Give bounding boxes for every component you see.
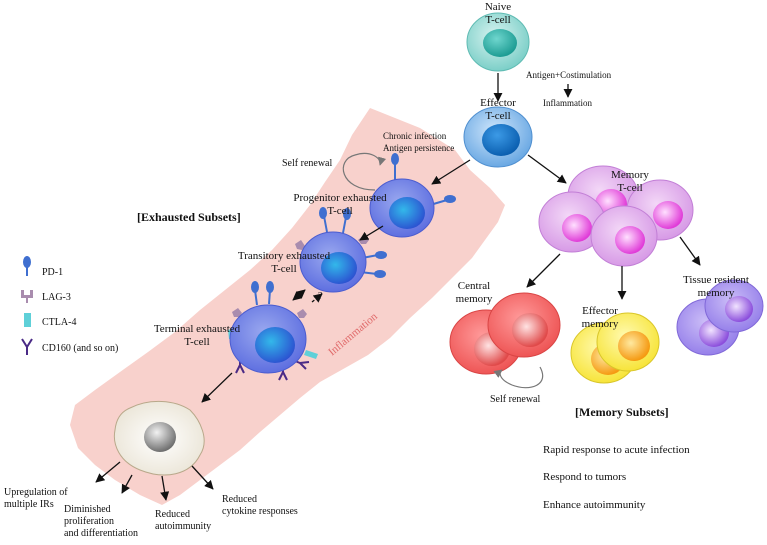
ctla4-icon [24,313,31,327]
self-renewal-right-label: Self renewal [490,394,540,405]
progenitor-exhausted-tcell [369,153,456,238]
pd1-icon [23,256,31,268]
outcome-reduced-cytokine-2: cytokine responses [222,506,298,517]
outcome-reduced-autoimmunity-1: Reduced [155,509,190,520]
legend-pd1-label: PD-1 [42,267,63,278]
central-memory-cells [449,292,561,375]
transitory-exhausted-tcell [295,207,387,293]
central-memory-label-1: Central [458,280,490,292]
self-renewal-right-arrow [493,366,544,389]
legend-pd1: PD-1 [23,256,63,278]
effector-label-1: Effector [480,97,516,109]
inflammation-top-label: Inflammation [543,98,592,108]
legend: PD-1 LAG-3 CTLA-4 CD160 (and so on) [21,256,118,355]
memory-function-3: Enhance autoimmunity [543,499,646,511]
legend-lag3-label: LAG-3 [42,292,71,303]
legend-lag3: LAG-3 [21,290,71,303]
tissue-resident-memory-cells [676,279,764,356]
transitory-label-1: Transitory exhausted [238,250,331,262]
arrows [95,73,701,501]
self-renewal-left-arrow [342,152,387,191]
memory-subsets-heading: [Memory Subsets] [575,405,669,419]
memory-function-1: Rapid response to acute infection [543,444,690,456]
memory-label-2: T-cell [617,182,642,194]
legend-cd160: CD160 (and so on) [21,338,118,355]
outcome-upregulation-1: Upregulation of [4,487,68,498]
naive-tcell [466,12,530,72]
self-renewal-left-label: Self renewal [282,158,332,169]
naive-label-2: T-cell [485,14,510,26]
naive-label-1: Naive [485,1,511,13]
outcome-reduced-autoimmunity-2: autoimmunity [155,521,211,532]
terminal-label-2: T-cell [184,336,209,348]
effector-memory-cells [570,312,660,384]
effector-memory-label-1: Effector [582,305,618,317]
outcome-diminished-1: Diminished [64,504,111,515]
dysfunctional-cell [113,400,205,476]
legend-ctla4: CTLA-4 [24,313,76,328]
outcome-diminished-2: proliferation [64,516,114,527]
effector-memory-label-2: memory [582,318,619,330]
memory-label-1: Memory [611,169,649,181]
antigen-costim-label: Antigen+Costimulation [526,70,612,80]
effector-label-2: T-cell [485,110,510,122]
transitory-label-2: T-cell [271,263,296,275]
outcome-upregulation-2: multiple IRs [4,499,54,510]
cd160-icon [21,338,33,355]
progenitor-label-2: T-cell [327,205,352,217]
question-mark: ? [318,291,323,302]
memory-function-2: Respond to tumors [543,471,626,483]
tissue-resident-label-2: memory [698,287,735,299]
terminal-exhausted-tcell [228,281,318,381]
exhausted-subsets-heading: [Exhausted Subsets] [137,210,241,224]
terminal-label-1: Terminal exhausted [154,323,241,335]
outcome-diminished-3: and differentiation [64,528,138,539]
outcome-reduced-cytokine-1: Reduced [222,494,257,505]
chronic-label-2: Antigen persistence [383,143,454,153]
chronic-label-1: Chronic infection [383,131,447,141]
lag3-icon [21,290,33,298]
legend-ctla4-label: CTLA-4 [42,317,76,328]
progenitor-label-1: Progenitor exhausted [293,192,387,204]
effector-tcell [463,106,533,168]
central-memory-label-2: memory [456,293,493,305]
memory-tcell-cluster [538,165,694,267]
legend-cd160-label: CD160 (and so on) [42,343,118,354]
tissue-resident-label-1: Tissue resident [683,274,749,286]
